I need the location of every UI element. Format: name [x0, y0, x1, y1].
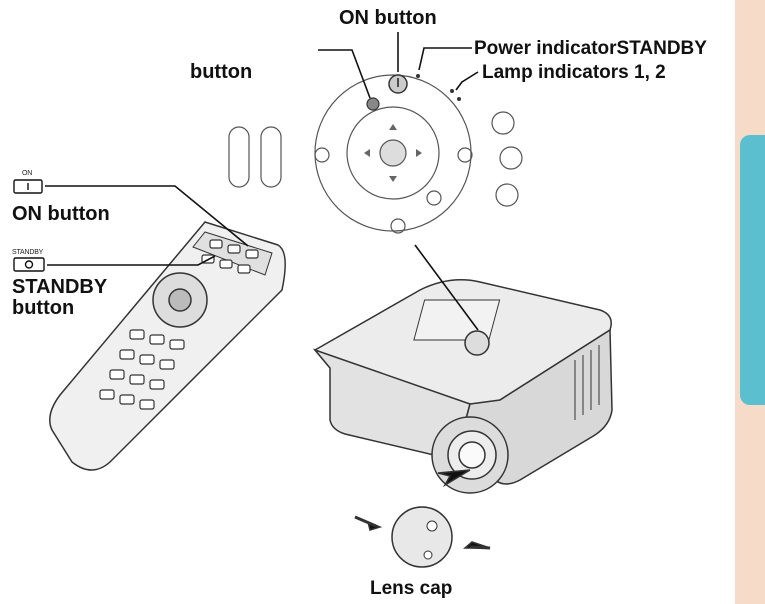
side-tab [740, 135, 765, 405]
indicator-dot-2 [450, 89, 454, 93]
projector [312, 279, 613, 494]
dial-arrow-down [389, 176, 397, 182]
panel-small-button [426, 190, 442, 206]
button-top-label: button [190, 61, 253, 83]
panel-left-button [314, 147, 330, 163]
lens-cap-label: Lens cap [370, 578, 453, 599]
lens-removal-arrow [437, 469, 471, 488]
panel-side-button-2 [499, 146, 523, 170]
leader-lines [45, 32, 479, 331]
dial-arrow-up [389, 124, 397, 130]
indicator-dot-1 [416, 74, 420, 78]
remote-standby-icon [13, 257, 45, 272]
projector-mini-dial [464, 330, 490, 356]
power-indicator-label: Power indicatorSTANDBY [474, 38, 707, 59]
control-dial-inner [346, 106, 440, 200]
remote-on-small-label: ON [22, 170, 33, 177]
panel-side-button-3 [495, 183, 519, 207]
remote-on-button-label: ON button [12, 203, 110, 225]
remote-standby-label-line1: STANDBY [12, 276, 108, 298]
leader-lamp [455, 71, 479, 91]
projector-vent [574, 345, 600, 420]
dial-arrow-left [364, 149, 370, 157]
leader-remote-on [45, 185, 249, 247]
lens-cap-disc [391, 506, 453, 568]
panel-right-button [457, 147, 473, 163]
control-dial-center [379, 139, 407, 167]
leader-standby-top [318, 49, 371, 99]
panel-side-button-1 [491, 111, 515, 135]
lens-cap-illustration [354, 506, 491, 568]
remote-control [49, 221, 286, 471]
remote-on-icon [13, 179, 43, 194]
leader-power [418, 47, 472, 71]
dial-arrow-right [416, 149, 422, 157]
panel-bottom-button [390, 218, 406, 234]
panel-pill-2 [260, 126, 282, 188]
remote-body [49, 221, 286, 471]
projector-front [312, 348, 471, 461]
remote-buttons [99, 239, 259, 410]
leader-remote-standby [47, 255, 216, 266]
projector-top-panel [413, 299, 501, 341]
indicator-dot-3 [457, 97, 461, 101]
lamp-indicators-label: Lamp indicators 1, 2 [482, 62, 666, 83]
on-button-top-label: ON button [339, 7, 437, 29]
remote-standby-small-label: STANDBY [12, 249, 44, 256]
panel-pill-1 [228, 126, 250, 188]
panel-standby-button [366, 97, 380, 111]
leader-panel-to-projector [414, 244, 479, 331]
remote-standby-label-line2: button [12, 297, 75, 319]
control-panel [228, 74, 523, 234]
